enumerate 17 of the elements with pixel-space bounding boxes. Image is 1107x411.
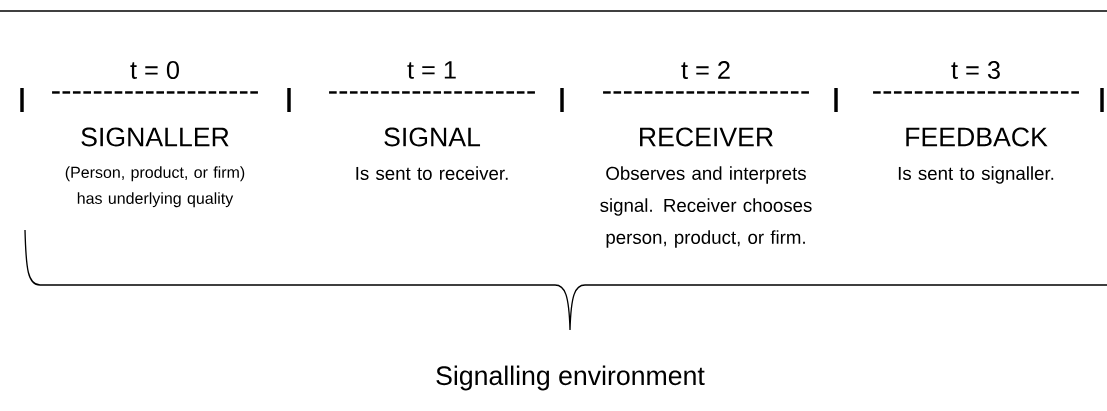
dashed-text: -------------------- (603, 91, 809, 94)
stage-title: RECEIVER (640, 127, 773, 147)
stage-description: Is sent to signaller. (898, 166, 1054, 184)
dashed-text: -------------------- (52, 91, 258, 94)
dashed-text: -------------------- (873, 91, 1079, 94)
dashed-text: -------------------- (329, 91, 535, 94)
stage-title: FEEDBACK (906, 127, 1048, 147)
stage-description: Is sent to receiver. (356, 166, 508, 180)
time-label: t = 2 (681, 61, 730, 79)
time-label: t = 0 (130, 61, 179, 79)
stage-description: Observes and interprets signal. Receiver chooses person, product, or firm. (600, 166, 812, 248)
time-label: t = 1 (407, 61, 456, 79)
stage-description: (Person, product, or firm) has underlying quality (65, 166, 245, 208)
stage-title: SIGNALLER (81, 127, 229, 147)
stage-title: SIGNAL (384, 127, 481, 147)
time-label: t = 3 (951, 61, 1000, 79)
brace-label: Signalling environment (436, 365, 705, 391)
